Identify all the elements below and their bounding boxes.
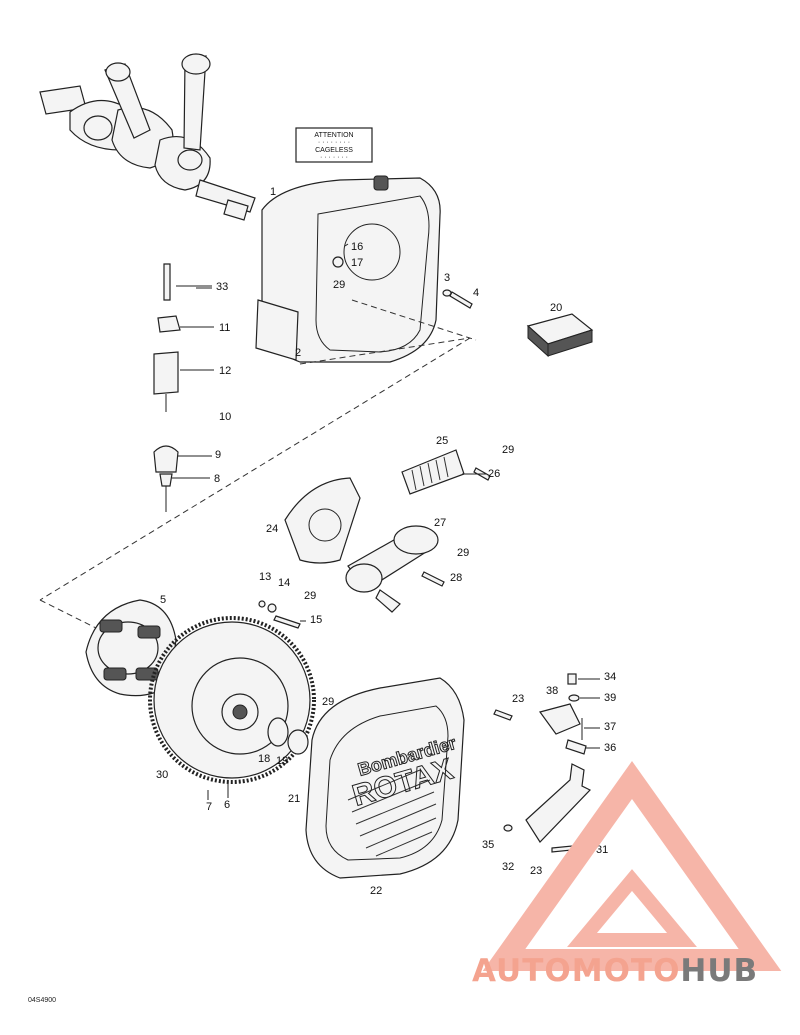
screw-13-14-15 — [258, 600, 301, 629]
callout-21: 21 — [288, 793, 300, 805]
callout-28: 28 — [450, 572, 462, 584]
callout-34: 34 — [604, 671, 616, 683]
callout-29a: 29 — [333, 279, 345, 291]
callout-18: 18 — [258, 753, 270, 765]
callout-35: 35 — [482, 839, 494, 851]
callout-33: 33 — [216, 281, 228, 293]
warning-label-line1: ATTENTION — [314, 132, 353, 139]
watermark-part2: MOTO — [572, 953, 681, 989]
callout-29c: 29 — [457, 547, 469, 559]
warning-label-line3: CAGELESS — [315, 147, 353, 154]
callout-16: 16 — [351, 241, 363, 253]
routing-lines — [39, 299, 477, 631]
callout-31: 31 — [596, 844, 608, 856]
callout-24: 24 — [266, 523, 278, 535]
part-20-box — [526, 313, 594, 358]
sensor-stack — [153, 263, 181, 512]
callout-19: 19 — [276, 755, 288, 767]
callout-5: 5 — [160, 594, 166, 606]
callout-13: 13 — [259, 571, 271, 583]
leader-lines — [172, 285, 600, 800]
callout-11: 11 — [219, 322, 230, 334]
callout-7: 7 — [206, 801, 212, 813]
watermark-part1: AUTO — [472, 953, 572, 989]
flywheel-ring-gear — [148, 616, 316, 784]
callout-37: 37 — [604, 721, 616, 733]
callout-25: 25 — [436, 435, 448, 447]
callout-39: 39 — [604, 692, 616, 704]
watermark-triangle — [482, 761, 782, 971]
callout-38: 38 — [546, 685, 558, 697]
warning-label-line2: · · · · · · · · — [318, 139, 350, 146]
callout-2: 2 — [295, 347, 301, 359]
washer-nut-18-19 — [267, 717, 309, 755]
callout-26: 26 — [488, 468, 500, 480]
callout-30: 30 — [156, 769, 168, 781]
callout-17: 17 — [351, 257, 363, 269]
callout-29d: 29 — [304, 590, 316, 602]
callout-3: 3 — [444, 272, 450, 284]
crankshaft-assembly — [39, 53, 256, 221]
callout-36: 36 — [604, 742, 616, 754]
callout-14: 14 — [278, 577, 290, 589]
rewind-starter-25 — [401, 449, 491, 495]
callout-20: 20 — [550, 302, 562, 314]
callout-23a: 23 — [512, 693, 524, 705]
watermark-logo: AUTOMOTOHUB — [472, 953, 758, 989]
callout-29e: 29 — [322, 696, 334, 708]
warning-label-line4: · · · · · · · — [320, 154, 348, 161]
magneto-housing — [255, 175, 441, 363]
warning-label: ATTENTION · · · · · · · · CAGELESS · · ·… — [295, 127, 373, 163]
callout-32: 32 — [502, 861, 514, 873]
callout-12: 12 — [219, 365, 231, 377]
callout-15: 15 — [310, 614, 322, 626]
coil-27 — [345, 525, 445, 613]
callout-29b: 29 — [502, 444, 514, 456]
callout-27: 27 — [434, 517, 446, 529]
bracket-32 — [525, 763, 591, 843]
callout-23c: 23 — [530, 865, 542, 877]
callout-22: 22 — [370, 885, 382, 897]
callout-8: 8 — [214, 473, 220, 485]
stator-plate — [284, 477, 361, 564]
callout-6: 6 — [224, 799, 230, 811]
callout-9: 9 — [215, 449, 221, 461]
watermark-part3: HUB — [680, 953, 758, 989]
screw-3-4 — [442, 289, 473, 309]
callout-labels: 1 2 3 4 5 6 7 8 9 10 11 12 13 14 15 16 1… — [156, 186, 624, 897]
callout-1: 1 — [270, 186, 276, 198]
drawing-code: 04S4900 — [28, 997, 56, 1004]
callout-4: 4 — [473, 287, 479, 299]
magneto-cover — [305, 677, 465, 879]
callout-10: 10 — [219, 411, 231, 423]
